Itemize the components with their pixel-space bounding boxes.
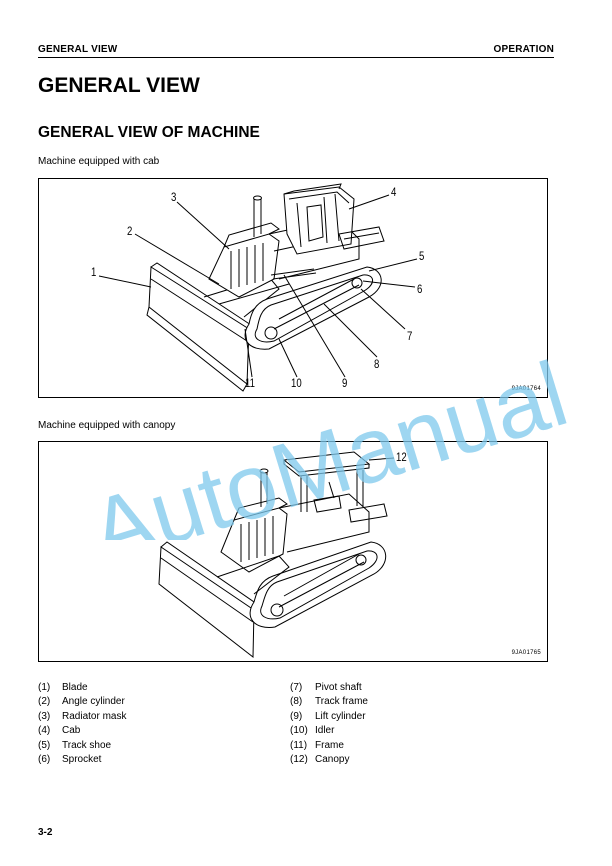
header-rule bbox=[38, 57, 554, 58]
callout-4: 4 bbox=[391, 185, 397, 199]
callout-12: 12 bbox=[396, 450, 407, 464]
figure-cab-caption: Machine equipped with cab bbox=[38, 156, 160, 167]
callout-3: 3 bbox=[171, 190, 177, 204]
figure-cab-code: 9JA01764 bbox=[511, 386, 541, 392]
callout-5: 5 bbox=[419, 249, 425, 263]
legend-item: (5)Track shoe bbox=[38, 739, 112, 751]
legend-item: (3)Radiator mask bbox=[38, 710, 127, 722]
legend-item: (7)Pivot shaft bbox=[290, 682, 362, 693]
callout-1: 1 bbox=[91, 265, 97, 279]
figure-canopy-caption: Machine equipped with canopy bbox=[38, 420, 176, 431]
figure-canopy-code: 9JA01765 bbox=[511, 650, 541, 656]
header-left: GENERAL VIEW bbox=[38, 44, 118, 55]
header-right: OPERATION bbox=[493, 44, 554, 55]
figure-cab: 1 2 3 4 5 6 7 8 9 10 11 9JA01764 bbox=[38, 178, 548, 398]
legend-item: (8)Track frame bbox=[290, 696, 368, 708]
callout-9: 9 bbox=[342, 376, 348, 390]
legend-item: (12)Canopy bbox=[290, 753, 350, 765]
callout-11: 11 bbox=[245, 376, 255, 390]
callout-7: 7 bbox=[407, 329, 413, 343]
legend-item: (9)Lift cylinder bbox=[290, 710, 366, 722]
legend-item: (11)Frame bbox=[290, 739, 344, 751]
legend-item: (1)Blade bbox=[38, 682, 88, 693]
legend-item: (6)Sprocket bbox=[38, 753, 102, 765]
legend-column-1: (1)Blade (2)Angle cylinder (3)Radiator m… bbox=[38, 681, 126, 767]
legend-column-2: (7)Pivot shaft (8)Track frame (9)Lift cy… bbox=[290, 681, 368, 767]
section-title: GENERAL VIEW OF MACHINE bbox=[38, 124, 260, 141]
bulldozer-canopy-drawing bbox=[158, 451, 395, 659]
callout-6: 6 bbox=[417, 282, 423, 296]
page-title: GENERAL VIEW bbox=[38, 74, 200, 97]
callout-10: 10 bbox=[291, 376, 302, 390]
bulldozer-cab-drawing bbox=[98, 183, 418, 392]
page-number: 3-2 bbox=[38, 827, 53, 838]
figure-canopy: 12 9JA01765 bbox=[38, 441, 548, 662]
legend-item: (10)Idler bbox=[290, 725, 335, 737]
callout-2: 2 bbox=[127, 224, 133, 238]
callout-8: 8 bbox=[374, 357, 380, 371]
legend-item: (4)Cab bbox=[38, 725, 81, 737]
legend-item: (2)Angle cylinder bbox=[38, 696, 125, 708]
